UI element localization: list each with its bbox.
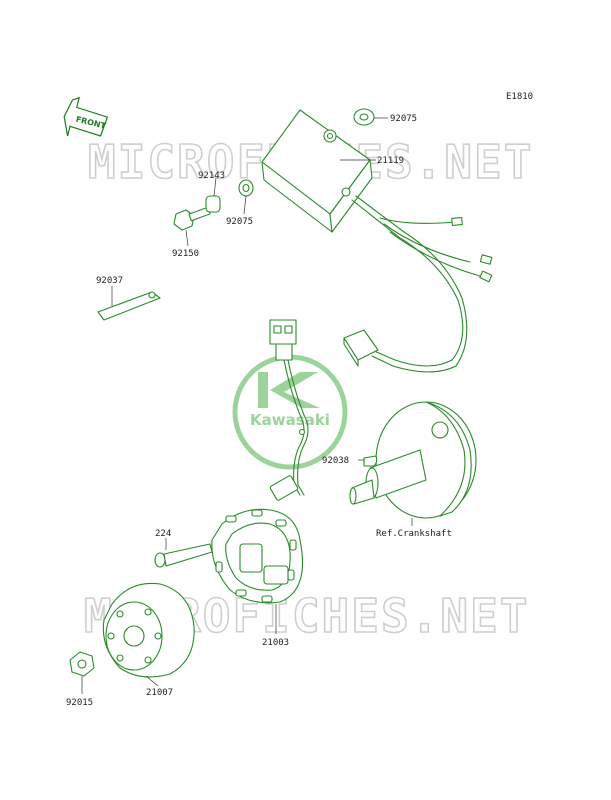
harness-connector [343,329,379,367]
washer-92075-lower [238,179,254,197]
stator-21003 [211,508,304,604]
label-92075-lower: 92075 [226,217,253,227]
label-92037: 92037 [96,276,123,286]
nut-92015 [69,651,95,677]
label-21007: 21007 [146,688,173,698]
plate-92037 [97,291,161,321]
label-92015: 92015 [66,698,93,708]
label-92038: 92038 [322,456,349,466]
grommet-92075-upper [353,108,375,126]
logo-text: Kawasaki [250,411,330,429]
cdi-unit [261,109,373,233]
stator-connector [269,319,297,361]
collar-92143 [205,195,221,213]
front-arrow-icon: FRONT [63,96,109,137]
label-21119: 21119 [377,156,404,166]
kawasaki-logo: Kawasaki [232,354,348,470]
label-92075-upper: 92075 [390,114,417,124]
screw-224 [154,543,213,568]
key-92038 [363,455,378,467]
label-92150: 92150 [172,249,199,259]
bolt-92150 [173,206,211,231]
label-92143: 92143 [198,171,225,181]
label-21003: 21003 [262,638,289,648]
label-ref-crankshaft: Ref.Crankshaft [376,529,452,539]
diagram-code: E1810 [506,92,533,102]
flywheel-21007 [102,582,195,678]
label-224: 224 [155,529,171,539]
